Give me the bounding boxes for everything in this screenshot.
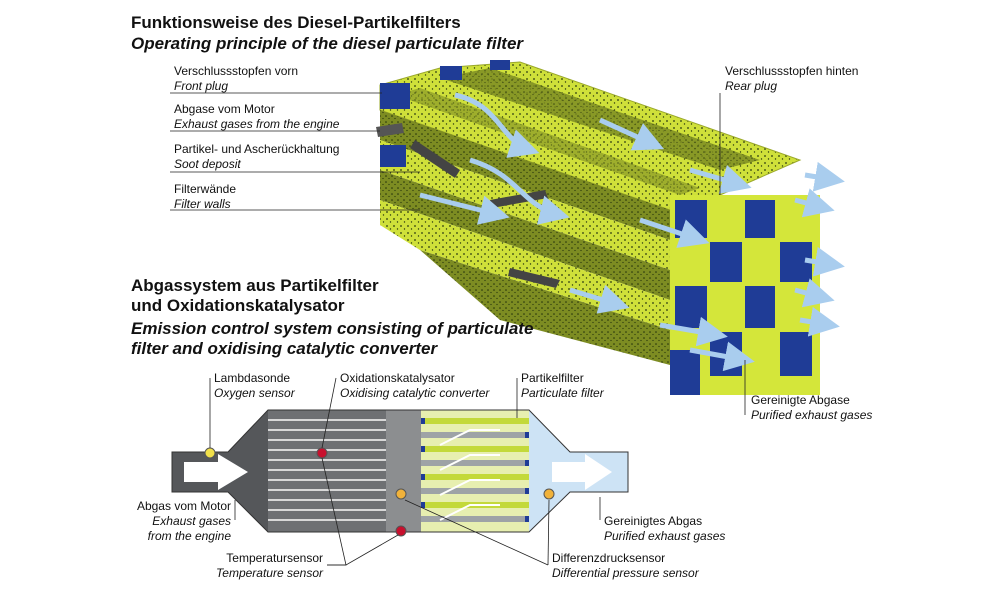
temperature-sensor-lower <box>395 525 407 537</box>
exhaust-label-en-2: from the engine <box>147 529 231 543</box>
section2-title-de-2: und Oxidationskatalysator <box>131 296 345 315</box>
front-plug-label-en: Front plug <box>174 79 229 93</box>
flow-arrows <box>419 92 845 372</box>
lambda-label-de: Lambdasonde <box>214 371 291 385</box>
oxygen-sensor <box>204 447 216 459</box>
purified-out-label-en: Purified exhaust gases <box>604 529 726 543</box>
section2-title-en-2: filter and oxidising catalytic converter <box>131 339 438 358</box>
system-leaders <box>209 377 601 566</box>
filter-wall-1 <box>380 110 670 240</box>
exhaust-system <box>171 409 629 537</box>
oxicat-label-en: Oxidising catalytic converter <box>340 386 490 400</box>
section2-title-en-1: Emission control system consisting of pa… <box>131 319 534 338</box>
oxicat-channels <box>268 419 386 521</box>
dpf-label-de: Partikelfilter <box>521 371 584 385</box>
front-plug-label-de: Verschlussstopfen vorn <box>174 64 299 78</box>
diffp-label-en: Differential pressure sensor <box>552 566 699 580</box>
filter-block <box>376 60 845 395</box>
temperature-sensor-upper <box>316 447 328 459</box>
section1-title-en: Operating principle of the diesel partic… <box>131 34 524 53</box>
temp-label-en: Temperature sensor <box>216 566 323 580</box>
diff-pressure-sensor-2 <box>543 488 555 500</box>
exhaust-in-label-en: Exhaust gases from the engine <box>174 117 340 131</box>
purified-label-en: Purified exhaust gases <box>751 408 873 422</box>
soot-deposit <box>376 123 404 137</box>
inlet-arrow <box>184 454 248 490</box>
front-plug <box>380 83 410 109</box>
walls-label-en: Filter walls <box>174 197 231 211</box>
soot-label-de: Partikel- und Ascherückhaltung <box>174 142 340 156</box>
exhaust-label-en-1: Exhaust gases <box>152 514 231 528</box>
rear-plug-label-en: Rear plug <box>725 79 778 93</box>
diff-pressure-sensor-1 <box>395 488 407 500</box>
section1-title-de: Funktionsweise des Diesel-Partikelfilter… <box>131 13 461 32</box>
purified-out-label-de: Gereinigtes Abgas <box>604 514 703 528</box>
filter-leaders <box>170 92 746 415</box>
outlet-arrow <box>552 454 612 490</box>
purified-label-de: Gereinigte Abgase <box>751 393 850 407</box>
temp-label-de: Temperatursensor <box>226 551 323 565</box>
rear-plug-label-de: Verschlussstopfen hinten <box>725 64 859 78</box>
exhaust-in-label-de: Abgase vom Motor <box>174 102 275 116</box>
oxicat-label-de: Oxidationskatalysator <box>340 371 455 385</box>
walls-label-de: Filterwände <box>174 182 237 196</box>
section2-title-de-1: Abgassystem aus Partikelfilter <box>131 276 379 295</box>
lambda-label-en: Oxygen sensor <box>214 386 295 400</box>
exhaust-label-de: Abgas vom Motor <box>136 499 231 513</box>
filter-wall-5 <box>420 250 670 365</box>
dpf-body <box>421 410 529 532</box>
diffp-label-de: Differenzdrucksensor <box>552 551 666 565</box>
dpf-channels <box>421 418 529 522</box>
soot-label-en: Soot deposit <box>174 157 241 171</box>
dpf-label-en: Particulate filter <box>521 386 604 400</box>
